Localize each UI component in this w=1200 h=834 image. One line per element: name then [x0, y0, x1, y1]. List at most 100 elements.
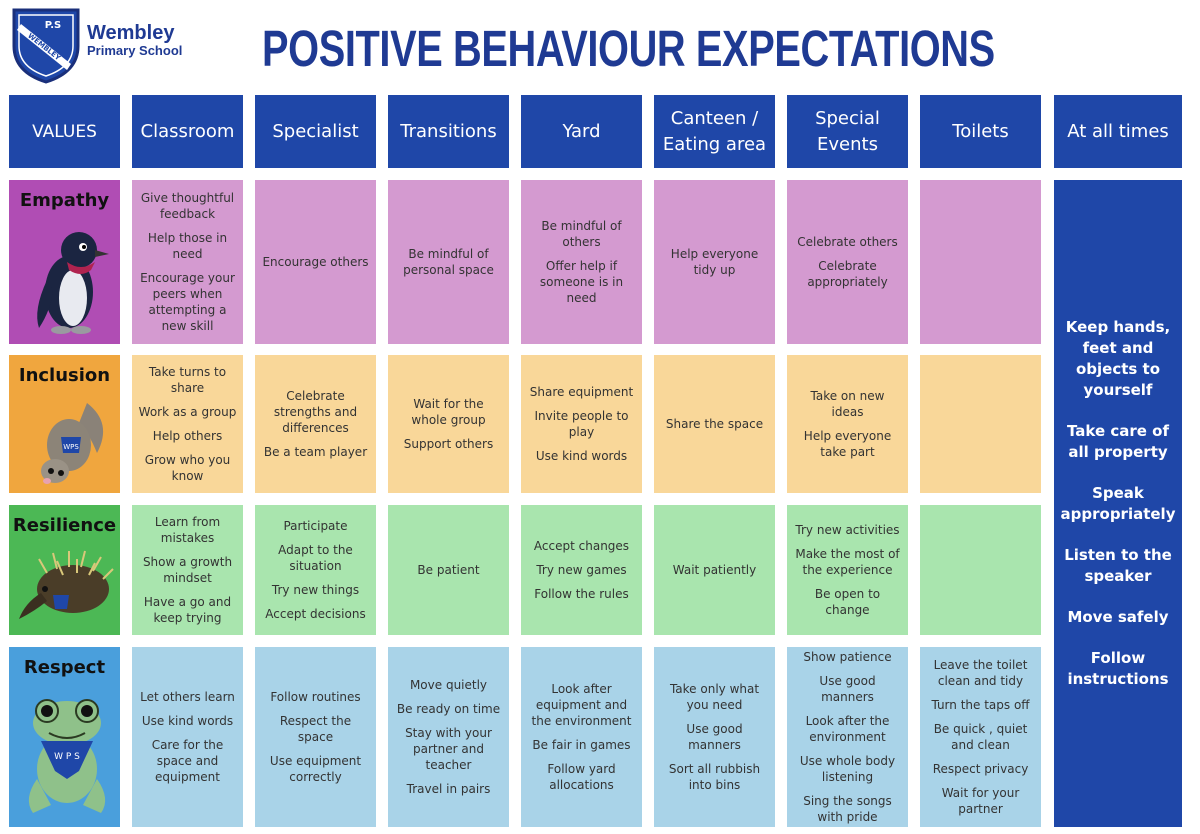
- cell-empathy-transitions: Be mindful of personal space: [388, 180, 509, 344]
- cell-respect-yard: Look after equipment and the environment…: [521, 647, 642, 827]
- cell-resilience-classroom: Learn from mistakes Show a growth mindse…: [132, 505, 243, 635]
- expectation: Share equipment: [529, 385, 634, 399]
- expectation: Turn the taps off: [931, 698, 1030, 712]
- expectation: Have a go and keep trying: [143, 595, 232, 625]
- expectation: Try new games: [536, 563, 627, 577]
- expectation: Use good manners: [686, 722, 743, 752]
- expectation: Be mindful of others: [541, 219, 622, 249]
- at-all-times-item: Follow instructions: [1067, 649, 1169, 688]
- expectation: Use kind words: [535, 449, 628, 463]
- expectation: Wait for the whole group: [411, 397, 486, 427]
- header-at-all-times: At all times: [1054, 95, 1182, 168]
- expectation: Accept decisions: [265, 607, 366, 621]
- expectation: Help everyone tidy up: [670, 247, 759, 277]
- value-cell-inclusion: Inclusion WPS: [9, 355, 120, 493]
- value-label: Empathy: [19, 190, 110, 211]
- svg-text:W P S: W P S: [54, 752, 80, 762]
- expectation: Grow who you know: [144, 453, 231, 483]
- expectation: Invite people to play: [534, 409, 629, 439]
- header-transitions: Transitions: [388, 95, 509, 168]
- expectation: Encourage your peers when attempting a n…: [140, 271, 235, 333]
- cell-respect-transitions: Move quietly Be ready on time Stay with …: [388, 647, 509, 827]
- frog-icon: W P S: [28, 699, 106, 813]
- expectation: Try new things: [271, 583, 360, 597]
- expectation: Travel in pairs: [406, 782, 491, 796]
- cell-respect-specialist: Follow routines Respect the space Use eq…: [255, 647, 376, 827]
- cell-resilience-canteen: Wait patiently: [654, 505, 775, 635]
- page-title: POSITIVE BEHAVIOUR EXPECTATIONS: [262, 20, 995, 77]
- expectation: Care for the space and equipment: [151, 738, 224, 784]
- school-name: Wembley: [87, 22, 175, 44]
- school-subtitle: Primary School: [87, 43, 183, 58]
- cell-empathy-canteen: Help everyone tidy up: [654, 180, 775, 344]
- school-crest-logo: P.S WEMBLEY: [11, 6, 81, 84]
- expectation: Be fair in games: [532, 738, 631, 752]
- at-all-times-item: Speak appropriately: [1060, 484, 1176, 523]
- cell-empathy-specialist: Encourage others: [255, 180, 376, 344]
- expectation: Participate: [283, 519, 348, 533]
- cell-inclusion-toilets: [920, 355, 1041, 493]
- cell-empathy-special-events: Celebrate others Celebrate appropriately: [787, 180, 908, 344]
- expectation: Share the space: [665, 417, 764, 431]
- expectation: Be patient: [417, 563, 480, 577]
- value-label: Respect: [23, 657, 106, 678]
- expectation: Use good manners: [819, 674, 876, 704]
- cell-resilience-transitions: Be patient: [388, 505, 509, 635]
- expectation: Support others: [403, 437, 494, 451]
- penguin-icon: [37, 232, 109, 334]
- expectation: Encourage others: [262, 255, 369, 269]
- expectation: Let others learn: [140, 690, 235, 704]
- cell-inclusion-specialist: Celebrate strengths and differences Be a…: [255, 355, 376, 493]
- at-all-times-item: Take care of all property: [1066, 422, 1170, 461]
- expectation: Be quick , quiet and clean: [933, 722, 1028, 752]
- cell-resilience-special-events: Try new activities Make the most of the …: [787, 505, 908, 635]
- value-label: Resilience: [12, 515, 117, 536]
- cell-respect-classroom: Let others learn Use kind words Care for…: [132, 647, 243, 827]
- expectation: Wait for your partner: [941, 786, 1020, 816]
- expectation: Help everyone take part: [803, 429, 892, 459]
- expectation: Use whole body listening: [799, 754, 896, 784]
- expectation: Help those in need: [147, 231, 228, 261]
- expectation: Look after the environment: [805, 714, 890, 744]
- header-toilets: Toilets: [920, 95, 1041, 168]
- value-cell-respect: Respect W P S: [9, 647, 120, 827]
- cell-respect-special-events: Show patience Use good manners Look afte…: [787, 647, 908, 827]
- expectation: Follow the rules: [534, 587, 629, 601]
- cell-inclusion-yard: Share equipment Invite people to play Us…: [521, 355, 642, 493]
- value-cell-resilience: Resilience: [9, 505, 120, 635]
- expectation: Be open to change: [814, 587, 881, 617]
- expectation: Work as a group: [138, 405, 237, 419]
- expectation: Leave the toilet clean and tidy: [933, 658, 1028, 688]
- expectation: Take on new ideas: [810, 389, 885, 419]
- header-classroom: Classroom: [132, 95, 243, 168]
- expectation: Try new activities: [795, 523, 900, 537]
- expectation: Celebrate strengths and differences: [273, 389, 358, 435]
- expectation: Be a team player: [263, 445, 368, 459]
- header-specialist: Specialist: [255, 95, 376, 168]
- cell-inclusion-special-events: Take on new ideas Help everyone take par…: [787, 355, 908, 493]
- cell-inclusion-canteen: Share the space: [654, 355, 775, 493]
- value-cell-empathy: Empathy: [9, 180, 120, 344]
- at-all-times-item: Listen to the speaker: [1064, 546, 1172, 585]
- expectation: Offer help if someone is in need: [539, 259, 624, 305]
- header-canteen: Canteen / Eating area: [654, 95, 775, 168]
- svg-text:WPS: WPS: [63, 443, 79, 451]
- expectation: Accept changes: [533, 539, 630, 553]
- expectation: Look after equipment and the environment: [531, 682, 632, 728]
- cell-resilience-specialist: Participate Adapt to the situation Try n…: [255, 505, 376, 635]
- expectation: Celebrate appropriately: [807, 259, 888, 289]
- cell-empathy-classroom: Give thoughtful feedback Help those in n…: [132, 180, 243, 344]
- cell-empathy-yard: Be mindful of others Offer help if someo…: [521, 180, 642, 344]
- expectation: Sing the songs with pride: [803, 794, 892, 824]
- value-label: Inclusion: [18, 365, 111, 386]
- at-all-times-item: Move safely: [1067, 608, 1169, 626]
- at-all-times-column: Keep hands, feet and objects to yourself…: [1054, 180, 1182, 827]
- cell-empathy-toilets: [920, 180, 1041, 344]
- expectation: Sort all rubbish into bins: [668, 762, 761, 792]
- expectation: Take only what you need: [669, 682, 760, 712]
- expectation: Be ready on time: [396, 702, 501, 716]
- expectation: Make the most of the experience: [795, 547, 900, 577]
- echidna-icon: [19, 550, 114, 619]
- at-all-times-item: Keep hands, feet and objects to yourself: [1065, 318, 1171, 399]
- expectation: Respect the space: [279, 714, 352, 744]
